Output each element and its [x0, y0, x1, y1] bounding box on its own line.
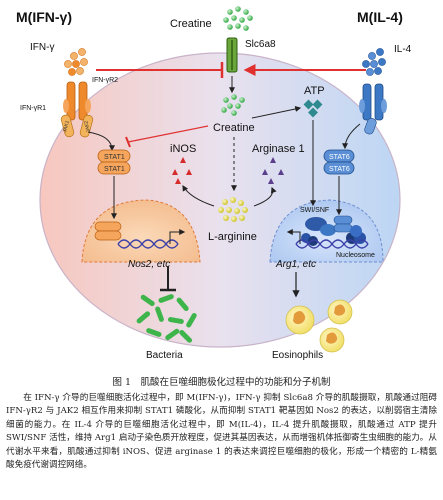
- macrophage-cell: [39, 52, 401, 348]
- jak-kinases: JAK1 JAK2: [60, 114, 94, 138]
- label-arg1: Arg1, etc: [275, 259, 316, 270]
- label-inos: iNOS: [170, 143, 196, 155]
- label-il4: IL-4: [394, 44, 412, 55]
- arginase1-enzyme: [262, 157, 284, 184]
- ifng-ligand: [64, 48, 88, 76]
- label-l-arginine: L-arginine: [208, 231, 257, 243]
- l-arginine-molecules: [218, 197, 248, 222]
- label-stat6-b: STAT6: [329, 166, 350, 173]
- figure-caption: 图 1 肌酸在巨噬细胞极化过程中的功能和分子机制: [112, 377, 331, 388]
- label-ifngr1: IFN-γR1: [20, 105, 46, 112]
- label-creatine-inside: Creatine: [213, 122, 255, 134]
- swisnf-complex: [305, 215, 353, 236]
- title-right: M(IL-4): [357, 9, 403, 25]
- stat1-on-dna: [94, 221, 122, 241]
- creatine-molecules-top: [223, 6, 253, 31]
- il4-ligand: [362, 48, 386, 76]
- label-bacteria: Bacteria: [146, 350, 183, 361]
- bacteria: [136, 294, 197, 343]
- label-ifngr2: IFN-γR2: [92, 77, 118, 84]
- label-swisnf: SWI/SNF: [300, 207, 329, 214]
- dna-right: [295, 239, 369, 249]
- eosinophils: [285, 299, 353, 353]
- ifngr-receptor: [63, 81, 91, 121]
- label-eosinophils: Eosinophils: [272, 350, 323, 361]
- label-ifng: IFN-γ: [30, 42, 54, 53]
- dna-left: [117, 239, 179, 249]
- title-left: M(IFN-γ): [16, 9, 72, 25]
- label-jak2: JAK2: [83, 120, 92, 133]
- creatine-molecules-inside: [221, 94, 245, 116]
- label-stat1-a: STAT1: [104, 154, 125, 161]
- nucleosome: [301, 225, 366, 246]
- stat1-dimer: STAT1 STAT1: [97, 149, 131, 175]
- il4-receptor: [359, 83, 387, 135]
- label-jak1: JAK1: [62, 120, 71, 133]
- label-slc6a8: Slc6a8: [245, 39, 276, 50]
- figure-description: 在 IFN-γ 介导的巨噬细胞活化过程中，即 M(IFN-γ)，IFN-γ 抑制…: [6, 392, 437, 472]
- label-nucleosome: Nucleosome: [336, 252, 375, 259]
- inos-enzyme: [172, 157, 192, 184]
- label-arginase: Arginase 1: [252, 143, 305, 155]
- description-paragraph: 在 IFN-γ 介导的巨噬细胞活化过程中，即 M(IFN-γ)，IFN-γ 抑制…: [6, 393, 437, 471]
- creatine-macrophage-diagram: M(IFN-γ) M(IL-4) Creatine Slc6a8 IFN-γ I…: [16, 6, 412, 361]
- label-stat6-a: STAT6: [329, 154, 350, 161]
- stat6-dimer: STAT6 STAT6: [323, 149, 355, 175]
- label-atp: ATP: [304, 85, 325, 97]
- label-nos2: Nos2, etc: [128, 259, 170, 270]
- label-creatine-top: Creatine: [170, 18, 212, 30]
- label-stat1-b: STAT1: [104, 166, 125, 173]
